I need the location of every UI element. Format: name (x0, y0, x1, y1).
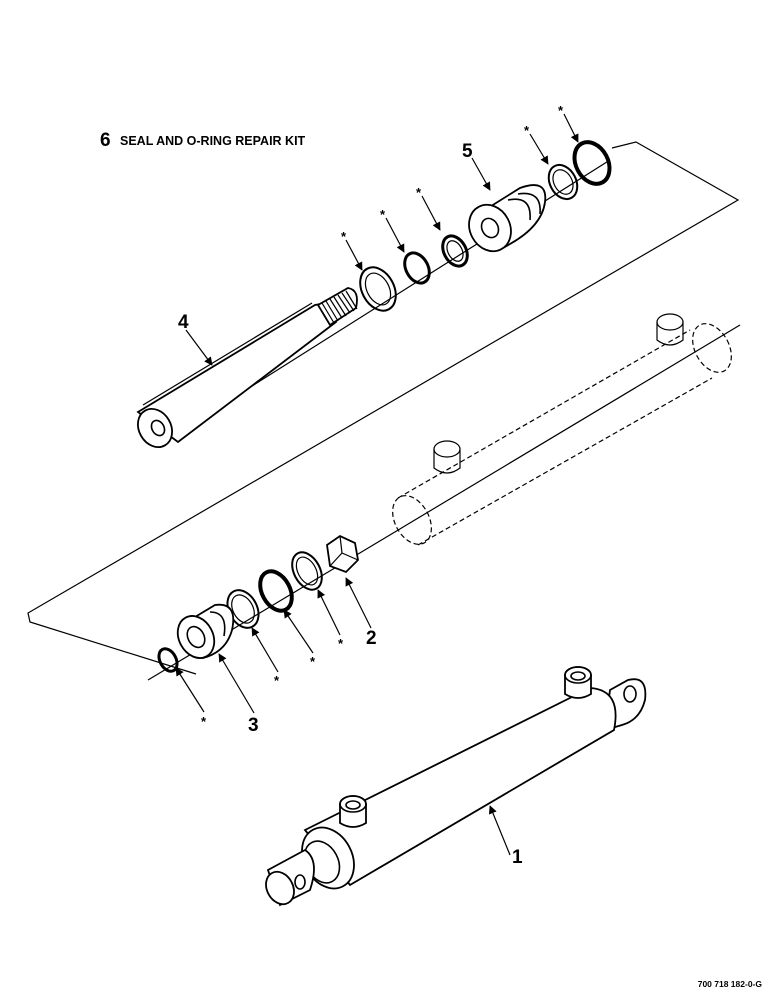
asterisk-marker: * (274, 673, 280, 688)
asterisk-marker: * (558, 103, 564, 118)
gland (176, 603, 235, 660)
asterisk-marker: * (201, 714, 207, 729)
asterisk-marker: * (341, 229, 347, 244)
wiper-ring (359, 266, 397, 312)
callout-1: 1 (512, 847, 523, 868)
o-ring-right-outer (572, 140, 612, 186)
kit-number: 6 (100, 130, 111, 151)
lower-ring-a (291, 551, 323, 591)
small-o-ring (157, 647, 179, 673)
seal-ring-b (403, 251, 431, 285)
hex-nut (326, 534, 359, 574)
kit-boundary (27, 141, 740, 675)
seal-ring-a (441, 234, 469, 268)
leader-lines (175, 113, 579, 856)
callout-5: 5 (462, 141, 473, 162)
drawing-number: 700 718 182-0-G (698, 979, 763, 989)
piston-rod (136, 287, 358, 448)
asterisk-marker: * (380, 207, 386, 222)
backup-ring-right (547, 163, 579, 201)
asterisk-marker: * (416, 185, 422, 200)
piston (468, 184, 547, 253)
barrel-phantom (392, 313, 732, 546)
callout-3: 3 (248, 715, 259, 736)
callout-4: 4 (178, 312, 189, 333)
cylinder-assembly (265, 666, 647, 907)
asterisk-marker: * (524, 123, 530, 138)
lower-ring-b (258, 569, 294, 613)
lower-axis (147, 324, 741, 681)
asterisk-marker: * (338, 636, 344, 651)
callout-2: 2 (366, 628, 377, 649)
asterisk-marker: * (310, 654, 316, 669)
kit-title: SEAL AND O-RING REPAIR KIT (120, 134, 306, 148)
